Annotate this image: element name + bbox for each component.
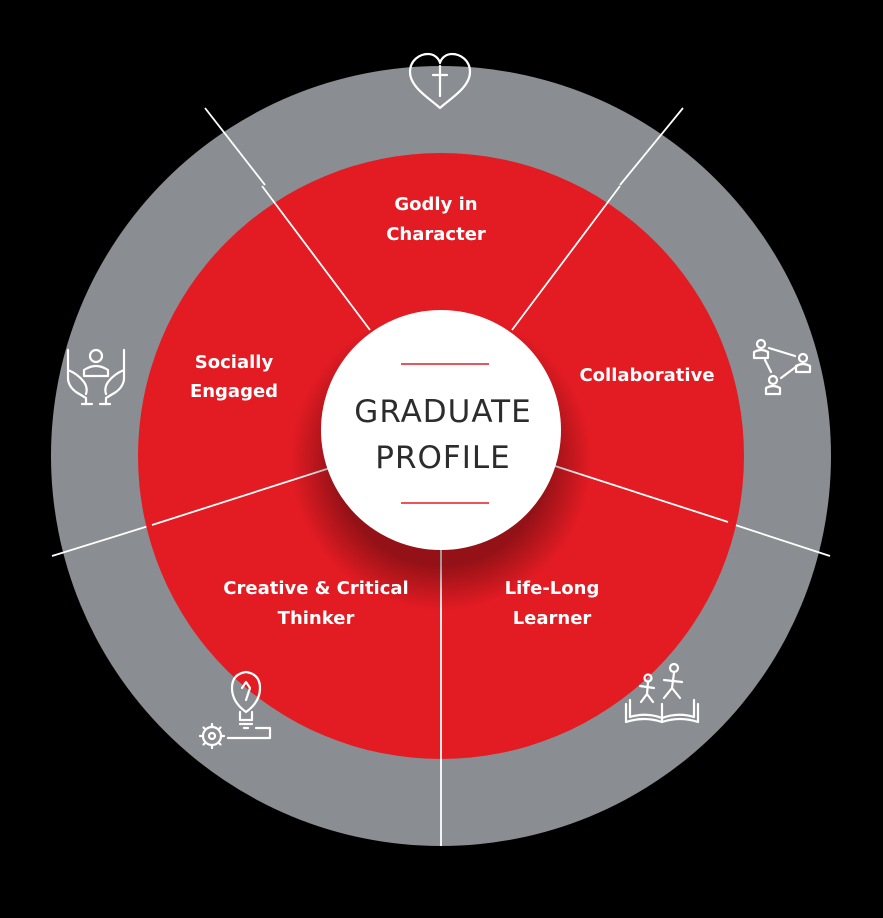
outer-ring-dividers bbox=[51, 107, 831, 846]
segment-label-line-1: Life-Long bbox=[505, 578, 600, 599]
segment-label-line-1: Creative & Critical bbox=[223, 578, 408, 599]
segment-label-line-1: Collaborative bbox=[579, 365, 714, 386]
segment-label-line-1: Godly in bbox=[394, 194, 477, 215]
network-people-icon bbox=[752, 338, 812, 396]
outer-divider bbox=[619, 107, 684, 186]
segment-label-line-2: Learner bbox=[513, 608, 592, 629]
hands-person-icon bbox=[66, 348, 126, 406]
heart-cross-icon bbox=[408, 52, 472, 110]
lightbulb-gear-icon bbox=[198, 670, 272, 750]
book-children-icon bbox=[624, 662, 700, 724]
segment-socially-engaged: Socially Engaged bbox=[190, 352, 278, 402]
outer-divider bbox=[51, 523, 156, 557]
segment-label-line-2: Engaged bbox=[190, 381, 278, 402]
segment-label-line-1: Socially bbox=[195, 352, 274, 373]
segment-godly: Godly in Character bbox=[386, 194, 486, 245]
outer-divider bbox=[204, 107, 266, 186]
segment-life-long-learner: Life-Long Learner bbox=[505, 578, 600, 629]
segment-label-line-2: Character bbox=[386, 224, 486, 245]
inner-divider bbox=[511, 185, 621, 331]
segment-creative-critical-thinker: Creative & Critical Thinker bbox=[223, 578, 408, 629]
inner-divider bbox=[261, 185, 371, 331]
outer-divider bbox=[725, 521, 831, 557]
segment-collaborative: Collaborative bbox=[579, 365, 714, 386]
center-title-line-2: PROFILE bbox=[375, 440, 510, 476]
center-disc bbox=[321, 310, 561, 550]
center-title-line-1: GRADUATE bbox=[354, 394, 531, 430]
segment-label-line-2: Thinker bbox=[278, 608, 355, 629]
